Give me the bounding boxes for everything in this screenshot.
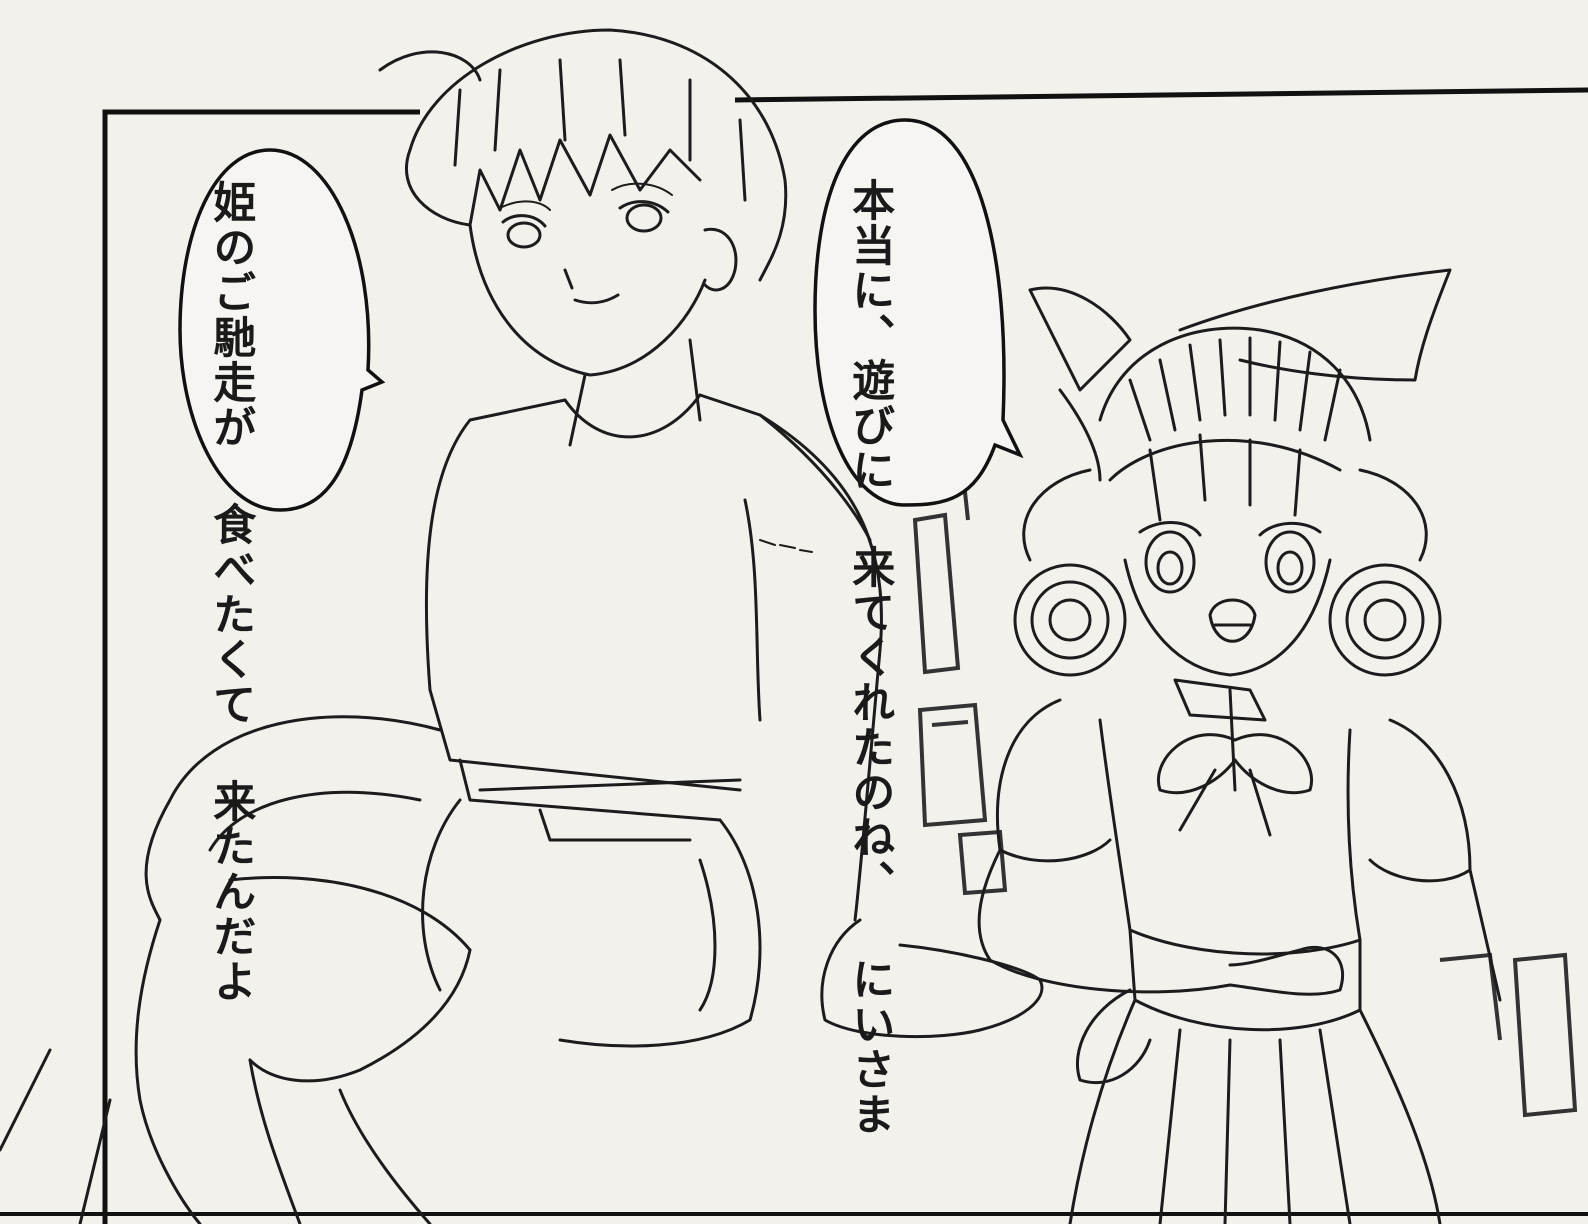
speech-bubbles — [178, 118, 1024, 512]
background-lettering — [912, 489, 1578, 1118]
speech-bubble-right — [813, 118, 1024, 507]
panel-frame — [0, 87, 1588, 1224]
speech-bubble-right-text: 本当に、遊びに 来てくれたのね、 にいさま — [842, 178, 896, 1137]
bubble-right-line-1: 本当に、遊びに — [844, 178, 895, 493]
girl-character-illustration — [977, 268, 1502, 1224]
bubble-left-line-1: 姫のご馳走が — [205, 180, 256, 450]
bubble-left-line-2: 食べたくて — [205, 502, 256, 727]
bubble-right-line-2: 来てくれたのね、 — [844, 545, 895, 905]
bubble-right-line-3: にいさま — [844, 957, 895, 1137]
bubble-left-line-3: 来たんだよ — [205, 779, 256, 1004]
boy-character-illustration — [0, 28, 1044, 1224]
speech-bubble-left-text: 姫のご馳走が 食べたくて 来たんだよ — [203, 180, 257, 1004]
speech-bubble-left — [178, 148, 386, 512]
